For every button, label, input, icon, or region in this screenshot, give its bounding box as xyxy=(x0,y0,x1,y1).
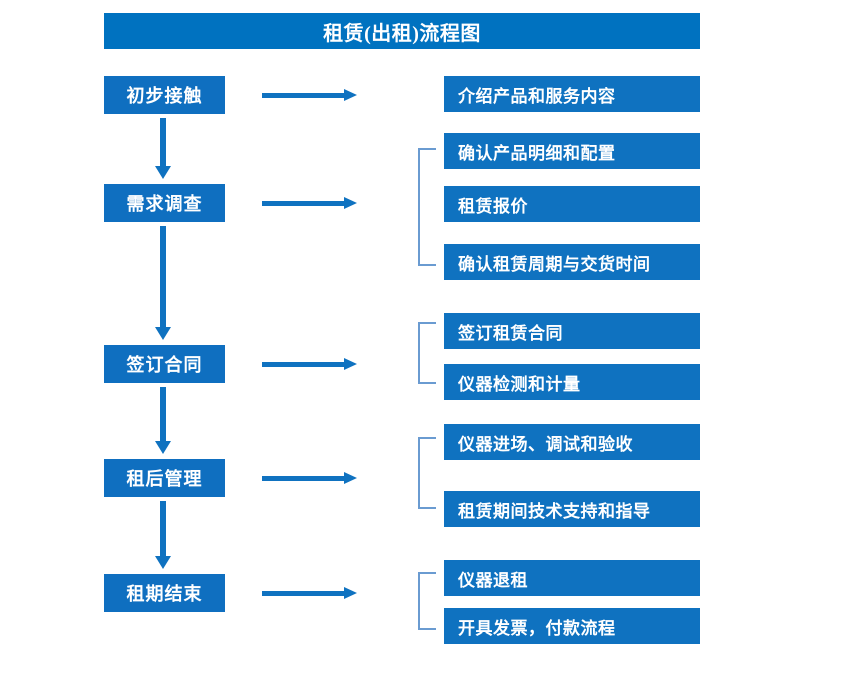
detail-box-租赁报价[interactable]: 租赁报价 xyxy=(444,186,700,222)
arrow-stage-2-to-3 xyxy=(155,226,171,340)
arrow-stage-1-to-2 xyxy=(155,118,171,179)
bracket-group-5 xyxy=(418,572,436,630)
detail-box-仪器检测和计量[interactable]: 仪器检测和计量 xyxy=(444,364,700,400)
arrow-stage-4-to-5 xyxy=(155,501,171,569)
bracket-group-4 xyxy=(418,437,436,509)
diagram-title: 租赁(出租)流程图 xyxy=(104,13,700,49)
detail-box-仪器进场调试和验收[interactable]: 仪器进场、调试和验收 xyxy=(444,424,700,460)
detail-box-签订租赁合同[interactable]: 签订租赁合同 xyxy=(444,313,700,349)
stage-box-租期结束[interactable]: 租期结束 xyxy=(104,574,225,612)
detail-box-租赁期间技术支持和指导[interactable]: 租赁期间技术支持和指导 xyxy=(444,491,700,527)
detail-box-仪器退租[interactable]: 仪器退租 xyxy=(444,560,700,596)
detail-box-确认租赁周期与交货时间[interactable]: 确认租赁周期与交货时间 xyxy=(444,244,700,280)
stage-box-初步接触[interactable]: 初步接触 xyxy=(104,76,225,114)
arrow-to-group-4 xyxy=(262,472,357,484)
arrow-to-group-3 xyxy=(262,358,357,370)
stage-box-需求调查[interactable]: 需求调查 xyxy=(104,184,225,222)
detail-box-确认产品明细和配置[interactable]: 确认产品明细和配置 xyxy=(444,133,700,169)
bracket-group-2 xyxy=(418,148,436,266)
stage-box-签订合同[interactable]: 签订合同 xyxy=(104,345,225,383)
arrow-to-group-2 xyxy=(262,197,357,209)
stage-box-租后管理[interactable]: 租后管理 xyxy=(104,459,225,497)
arrow-stage-3-to-4 xyxy=(155,387,171,454)
arrow-to-group-1 xyxy=(262,89,357,101)
arrow-to-group-5 xyxy=(262,587,357,599)
bracket-group-3 xyxy=(418,322,436,384)
detail-box-开具发票付款流程[interactable]: 开具发票，付款流程 xyxy=(444,608,700,644)
detail-box-介绍产品和服务内容[interactable]: 介绍产品和服务内容 xyxy=(444,76,700,112)
